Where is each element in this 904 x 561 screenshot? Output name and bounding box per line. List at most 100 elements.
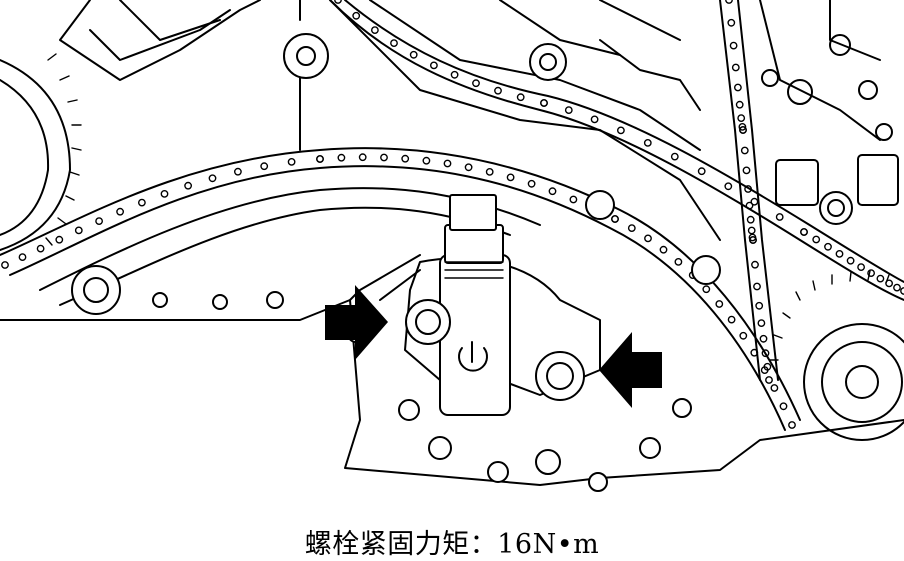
chain-link bbox=[697, 167, 706, 176]
chain-link bbox=[184, 181, 193, 190]
right-sprocket bbox=[769, 270, 904, 441]
chain-link bbox=[761, 349, 770, 358]
chain-link bbox=[737, 114, 746, 123]
chain-link bbox=[659, 245, 668, 254]
timing-chain-vertical bbox=[719, 0, 779, 384]
chain-link bbox=[702, 285, 711, 294]
chain-link bbox=[260, 162, 269, 171]
chain-link bbox=[485, 167, 494, 176]
chain-link bbox=[540, 99, 548, 107]
chain-link bbox=[779, 402, 788, 411]
chain-link bbox=[885, 279, 893, 288]
chain-link bbox=[759, 334, 768, 343]
chain-link bbox=[729, 41, 738, 50]
chain-link bbox=[735, 100, 744, 109]
timing-chain-upper bbox=[329, 0, 904, 301]
chain-link bbox=[770, 384, 779, 392]
chain-link bbox=[564, 106, 573, 115]
chain-link bbox=[352, 11, 361, 20]
chain-link bbox=[527, 179, 536, 188]
chain-link bbox=[753, 282, 761, 291]
chain-link bbox=[36, 244, 45, 253]
arrow-right-icon bbox=[325, 285, 388, 360]
chain-link bbox=[727, 18, 736, 27]
torque-caption: 螺栓紧固力矩：16N•m bbox=[304, 529, 600, 560]
chain-link bbox=[1, 261, 9, 269]
chain-link bbox=[747, 226, 756, 235]
chain-link bbox=[334, 0, 342, 4]
arrow-left-icon bbox=[599, 332, 662, 408]
chain-link bbox=[409, 50, 418, 59]
chain-link bbox=[749, 236, 757, 244]
bolt-left bbox=[405, 299, 451, 345]
engine-timing-chain-diagram bbox=[0, 0, 904, 492]
chain-link bbox=[450, 70, 459, 79]
engine-block-outline bbox=[0, 0, 904, 486]
chain-guide bbox=[39, 43, 721, 315]
chain-link bbox=[494, 86, 502, 95]
chain-link bbox=[74, 226, 83, 235]
chain-link bbox=[746, 215, 755, 224]
chain-link bbox=[116, 207, 125, 216]
chain-link bbox=[506, 173, 515, 182]
chain-link bbox=[611, 215, 619, 223]
chain-link bbox=[788, 421, 796, 429]
chain-link bbox=[516, 93, 525, 102]
chain-link bbox=[443, 159, 452, 168]
chain-tensioner bbox=[404, 194, 601, 416]
chain-link bbox=[429, 61, 438, 70]
chain-link bbox=[738, 123, 747, 131]
chain-link bbox=[617, 126, 625, 135]
chain-link bbox=[755, 301, 764, 310]
chain-link bbox=[876, 274, 885, 283]
chain-link bbox=[401, 154, 410, 163]
upper-sprocket bbox=[761, 34, 893, 141]
chain-link bbox=[846, 256, 855, 265]
chain-link bbox=[731, 63, 740, 72]
chain-link bbox=[316, 155, 324, 163]
chain-link bbox=[725, 0, 733, 4]
chain-link bbox=[390, 39, 398, 47]
chain-link bbox=[337, 153, 346, 162]
chain-link bbox=[569, 195, 578, 204]
chain-link bbox=[740, 146, 749, 155]
chain-link bbox=[590, 115, 599, 124]
chain-link bbox=[627, 224, 636, 233]
chain-link bbox=[287, 157, 296, 166]
chain-link bbox=[137, 198, 146, 207]
timing-chain-main bbox=[0, 147, 801, 431]
chain-link bbox=[370, 26, 379, 34]
chain-link bbox=[812, 235, 821, 244]
chain-link bbox=[857, 263, 865, 271]
chain-link bbox=[744, 185, 752, 193]
chain-link bbox=[233, 167, 242, 176]
chain-link bbox=[380, 153, 388, 162]
chain-link bbox=[739, 331, 748, 340]
pivot-stud bbox=[283, 33, 329, 151]
chain-link bbox=[739, 126, 747, 134]
bolt-right bbox=[535, 351, 585, 401]
chain-link bbox=[715, 300, 724, 308]
chain-link bbox=[745, 201, 754, 210]
chain-link bbox=[724, 182, 733, 191]
chain-link bbox=[824, 242, 832, 251]
right-upper-blocks bbox=[775, 154, 899, 225]
chain-link bbox=[893, 283, 901, 292]
chain-link bbox=[670, 152, 679, 161]
chain-link bbox=[464, 163, 473, 172]
chain-link bbox=[422, 156, 431, 165]
chain-link bbox=[765, 376, 773, 384]
chain-link bbox=[727, 315, 736, 324]
chain-link bbox=[643, 138, 652, 147]
chain-link bbox=[734, 83, 742, 92]
chain-link bbox=[358, 153, 367, 162]
chain-link bbox=[757, 319, 766, 327]
chain-link bbox=[55, 235, 64, 244]
chain-link bbox=[18, 253, 27, 262]
chain-link bbox=[472, 79, 480, 88]
chain-link bbox=[751, 260, 759, 269]
chain-link bbox=[742, 166, 751, 175]
chain-link bbox=[208, 174, 217, 183]
left-sprocket bbox=[0, 53, 82, 251]
chain-link bbox=[95, 217, 104, 226]
